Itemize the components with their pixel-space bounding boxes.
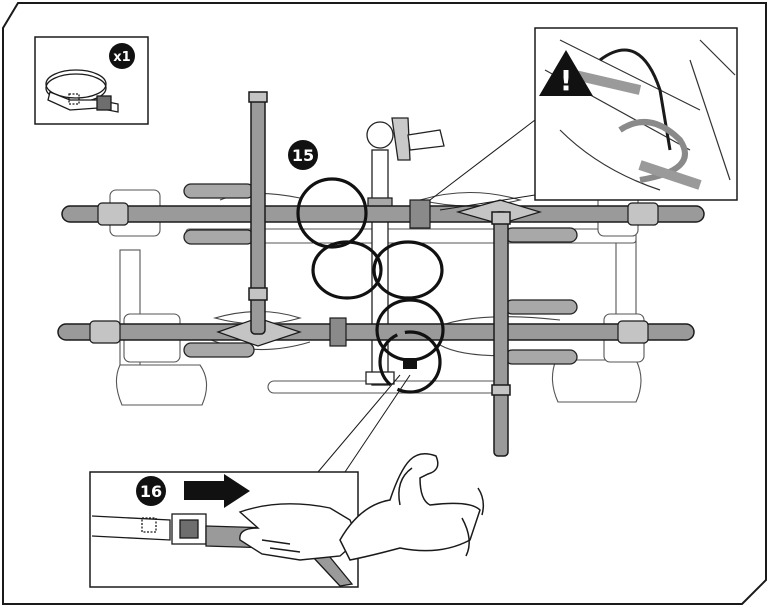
step-16-inset: 16 bbox=[89, 374, 411, 588]
arrow-right-icon bbox=[184, 474, 250, 508]
quantity-badge: x1 bbox=[113, 50, 130, 65]
bike-rack: 15 bbox=[57, 91, 705, 457]
parts-box: x1 bbox=[34, 36, 149, 125]
step-16-badge: 16 bbox=[140, 482, 162, 501]
strap-anchor bbox=[403, 358, 417, 369]
frame-arms bbox=[248, 91, 511, 457]
hand-icon bbox=[238, 503, 359, 561]
strap-icon bbox=[45, 69, 119, 113]
step-15-badge-bg bbox=[288, 140, 318, 170]
warning-icon: ! bbox=[539, 50, 593, 97]
step-15-badge: 15 bbox=[292, 146, 314, 165]
warning-mark: ! bbox=[560, 64, 573, 97]
detail-inset: ! bbox=[429, 27, 738, 211]
arm-flex-icon bbox=[339, 453, 485, 561]
step-16-badge-bg bbox=[136, 476, 166, 506]
strap-routing-circles bbox=[296, 177, 445, 394]
quantity-badge-bg bbox=[109, 43, 135, 69]
cross-bars bbox=[183, 183, 578, 365]
